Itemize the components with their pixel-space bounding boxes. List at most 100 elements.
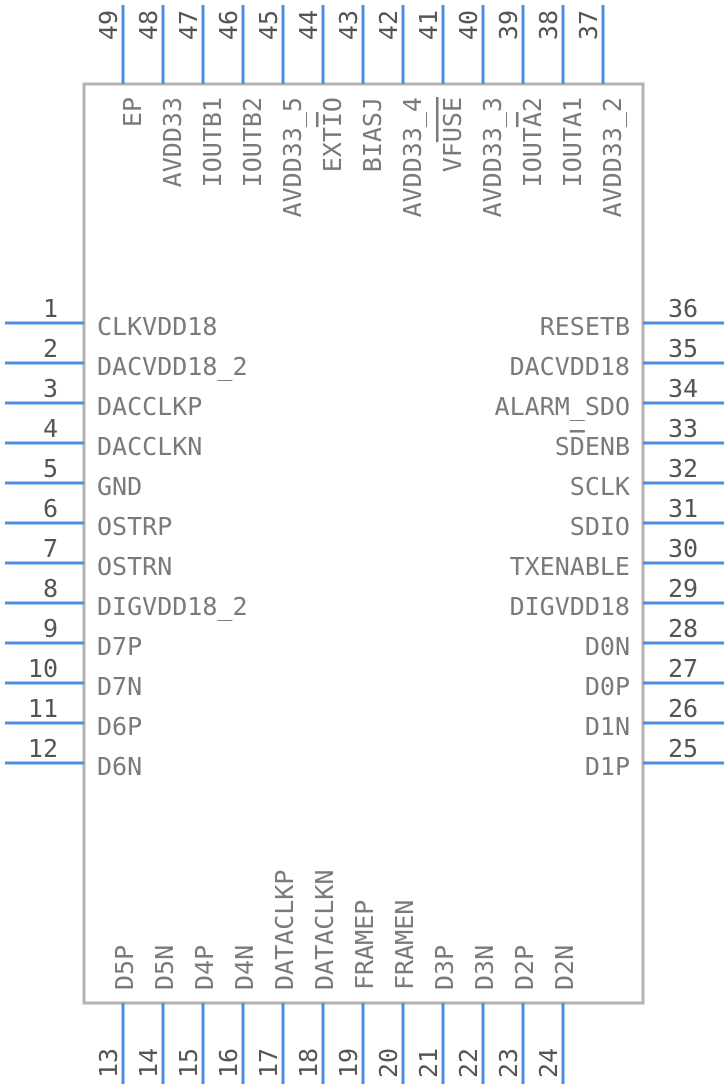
pin-name: DACCLKP xyxy=(97,392,202,421)
pin-name: DACVDD18 xyxy=(510,352,630,381)
pin-number: 35 xyxy=(668,334,698,363)
pin-name: EP xyxy=(118,97,147,127)
pin-name: BIASJ xyxy=(358,97,387,172)
pin-name: IOUTB1 xyxy=(198,97,227,187)
pin-name: OSTRN xyxy=(97,552,172,581)
pin-name: D0N xyxy=(585,632,630,661)
pin-number: 19 xyxy=(334,1048,363,1078)
pin-name: DIGVDD18_2 xyxy=(97,592,248,621)
bottom-pin-group: 13D5P14D5N15D4P16D4N17DATACLKP18DATACLKN… xyxy=(94,870,579,1084)
pin-name: CLKVDD18 xyxy=(97,312,217,341)
pin-number: 28 xyxy=(668,614,698,643)
pin-name: D2P xyxy=(510,945,539,990)
pin-number: 43 xyxy=(334,10,363,40)
pin-name: DACCLKN xyxy=(97,432,202,461)
pin-number: 17 xyxy=(254,1048,283,1078)
left-pin-group: 1CLKVDD182DACVDD18_23DACCLKP4DACCLKN5GND… xyxy=(5,294,248,781)
pin-name: IOUTA2 xyxy=(518,97,547,187)
pin-name: D1N xyxy=(585,712,630,741)
pin-number: 46 xyxy=(214,10,243,40)
pin-name: FRAMEN xyxy=(390,900,419,990)
pin-number: 20 xyxy=(374,1048,403,1078)
pin-number: 44 xyxy=(294,10,323,40)
pin-name: AVDD33_3 xyxy=(478,97,507,217)
pin-number: 2 xyxy=(43,334,58,363)
pin-name: AVDD33_5 xyxy=(278,97,307,217)
pin-number: 31 xyxy=(668,494,698,523)
pin-name: IOUTA1 xyxy=(558,97,587,187)
pin-name: AVDD33_4 xyxy=(398,97,427,217)
pin-name: EXTIO xyxy=(318,97,347,172)
pin-number: 36 xyxy=(668,294,698,323)
pin-name: D7P xyxy=(97,632,142,661)
pin-name: D5N xyxy=(150,945,179,990)
pin-name: ALARM_SDO xyxy=(495,392,630,421)
pin-number: 39 xyxy=(494,10,523,40)
pin-number: 23 xyxy=(494,1048,523,1078)
pin-number: 22 xyxy=(454,1048,483,1078)
pin-number: 8 xyxy=(43,574,58,603)
pin-number: 16 xyxy=(214,1048,243,1078)
pin-name: DATACLKP xyxy=(270,870,299,990)
pin-name: FRAMEP xyxy=(350,900,379,990)
pin-name: D0P xyxy=(585,672,630,701)
pin-number: 48 xyxy=(134,10,163,40)
pin-name: VFUSE xyxy=(438,97,467,172)
pin-number: 45 xyxy=(254,10,283,40)
pin-number: 5 xyxy=(43,454,58,483)
pin-name: AVDD33 xyxy=(158,97,187,187)
pin-number: 6 xyxy=(43,494,58,523)
pin-number: 29 xyxy=(668,574,698,603)
pin-number: 42 xyxy=(374,10,403,40)
pin-number: 49 xyxy=(94,10,123,40)
pin-name: RESETB xyxy=(540,312,630,341)
pin-name: D7N xyxy=(97,672,142,701)
pin-name: IOUTB2 xyxy=(238,97,267,187)
pin-name: D5P xyxy=(110,945,139,990)
pin-name: DIGVDD18 xyxy=(510,592,630,621)
pin-number: 34 xyxy=(668,374,698,403)
pin-number: 37 xyxy=(574,10,603,40)
pin-name: SDIO xyxy=(570,512,630,541)
pin-name: SCLK xyxy=(570,472,630,501)
pin-name: GND xyxy=(97,472,142,501)
pin-name: D3P xyxy=(430,945,459,990)
pin-name: OSTRP xyxy=(97,512,172,541)
pin-name: D6N xyxy=(97,752,142,781)
pin-name: AVDD33_2 xyxy=(598,97,627,217)
pin-number: 12 xyxy=(28,734,58,763)
pin-name: TXENABLE xyxy=(510,552,630,581)
pin-number: 30 xyxy=(668,534,698,563)
pin-number: 32 xyxy=(668,454,698,483)
pin-number: 27 xyxy=(668,654,698,683)
pin-number: 3 xyxy=(43,374,58,403)
pin-number: 40 xyxy=(454,10,483,40)
pin-number: 9 xyxy=(43,614,58,643)
pin-name: SDENB xyxy=(555,432,630,461)
pin-name: D2N xyxy=(550,945,579,990)
pin-number: 4 xyxy=(43,414,58,443)
pin-number: 7 xyxy=(43,534,58,563)
pin-name: D6P xyxy=(97,712,142,741)
pin-number: 47 xyxy=(174,10,203,40)
pin-name: DATACLKN xyxy=(310,870,339,990)
pin-number: 38 xyxy=(534,10,563,40)
chip-body xyxy=(82,82,645,1005)
pin-number: 26 xyxy=(668,694,698,723)
pin-number: 15 xyxy=(174,1048,203,1078)
pin-number: 25 xyxy=(668,734,698,763)
pin-number: 11 xyxy=(28,694,58,723)
pin-number: 14 xyxy=(134,1048,163,1078)
pin-number: 41 xyxy=(414,10,443,40)
pin-number: 21 xyxy=(414,1048,443,1078)
pin-number: 24 xyxy=(534,1048,563,1078)
pin-name: D4N xyxy=(230,945,259,990)
pin-name: D1P xyxy=(585,752,630,781)
pin-number: 18 xyxy=(294,1048,323,1078)
pin-number: 33 xyxy=(668,414,698,443)
pin-name: D3N xyxy=(470,945,499,990)
pin-number: 13 xyxy=(94,1048,123,1078)
